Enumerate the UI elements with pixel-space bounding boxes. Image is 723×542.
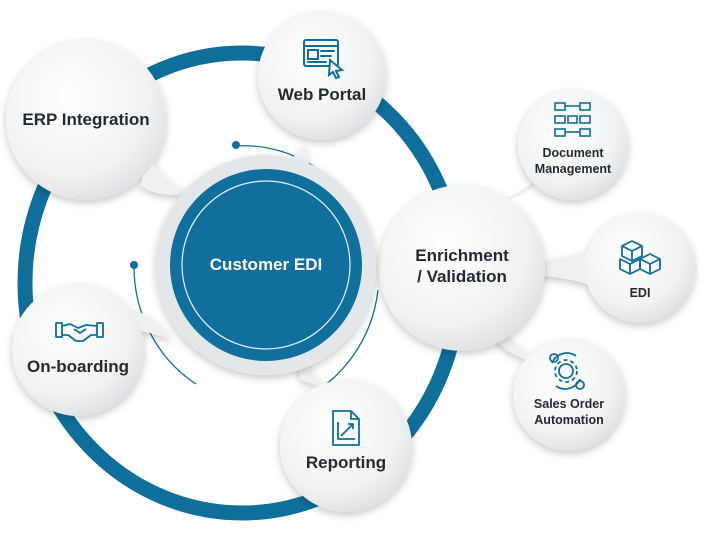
- edi-label[interactable]: EDI: [629, 286, 651, 300]
- arc-dot-left: [130, 261, 138, 269]
- reporting-label[interactable]: Reporting: [305, 453, 387, 472]
- arc-dot-top: [232, 141, 240, 149]
- sales-order-line1[interactable]: Sales Order: [533, 397, 605, 411]
- document-tree-icon: [554, 102, 591, 137]
- sales-order-line2[interactable]: Automation: [534, 413, 604, 427]
- document-management-line2[interactable]: Management: [534, 162, 612, 176]
- document-management-line1[interactable]: Document: [542, 146, 604, 160]
- onboarding-bubble: [12, 284, 172, 416]
- onboarding-label[interactable]: On-boarding: [27, 357, 129, 376]
- edi-bubble: [520, 213, 695, 323]
- inner-arc-left: [133, 265, 197, 385]
- center-label[interactable]: Customer EDI: [209, 255, 323, 274]
- web-portal-icon: [303, 39, 345, 80]
- web-portal-bubble: [258, 12, 386, 190]
- document-bubble: [518, 90, 628, 200]
- cubes-icon: [619, 240, 661, 275]
- enrichment-label-line1[interactable]: Enrichment: [415, 246, 509, 265]
- center-node: [156, 155, 376, 375]
- enrichment-bubble: [379, 185, 545, 351]
- handshake-icon: [55, 322, 104, 342]
- sales-bubble: [495, 330, 625, 451]
- gear-cycle-icon: [549, 352, 585, 390]
- report-chart-icon: [332, 410, 360, 446]
- erp-bubble: [6, 40, 195, 200]
- web-portal-label[interactable]: Web Portal: [277, 85, 367, 104]
- enrichment-label-line2[interactable]: / Validation: [417, 267, 507, 286]
- erp-integration-label[interactable]: ERP Integration: [22, 110, 150, 129]
